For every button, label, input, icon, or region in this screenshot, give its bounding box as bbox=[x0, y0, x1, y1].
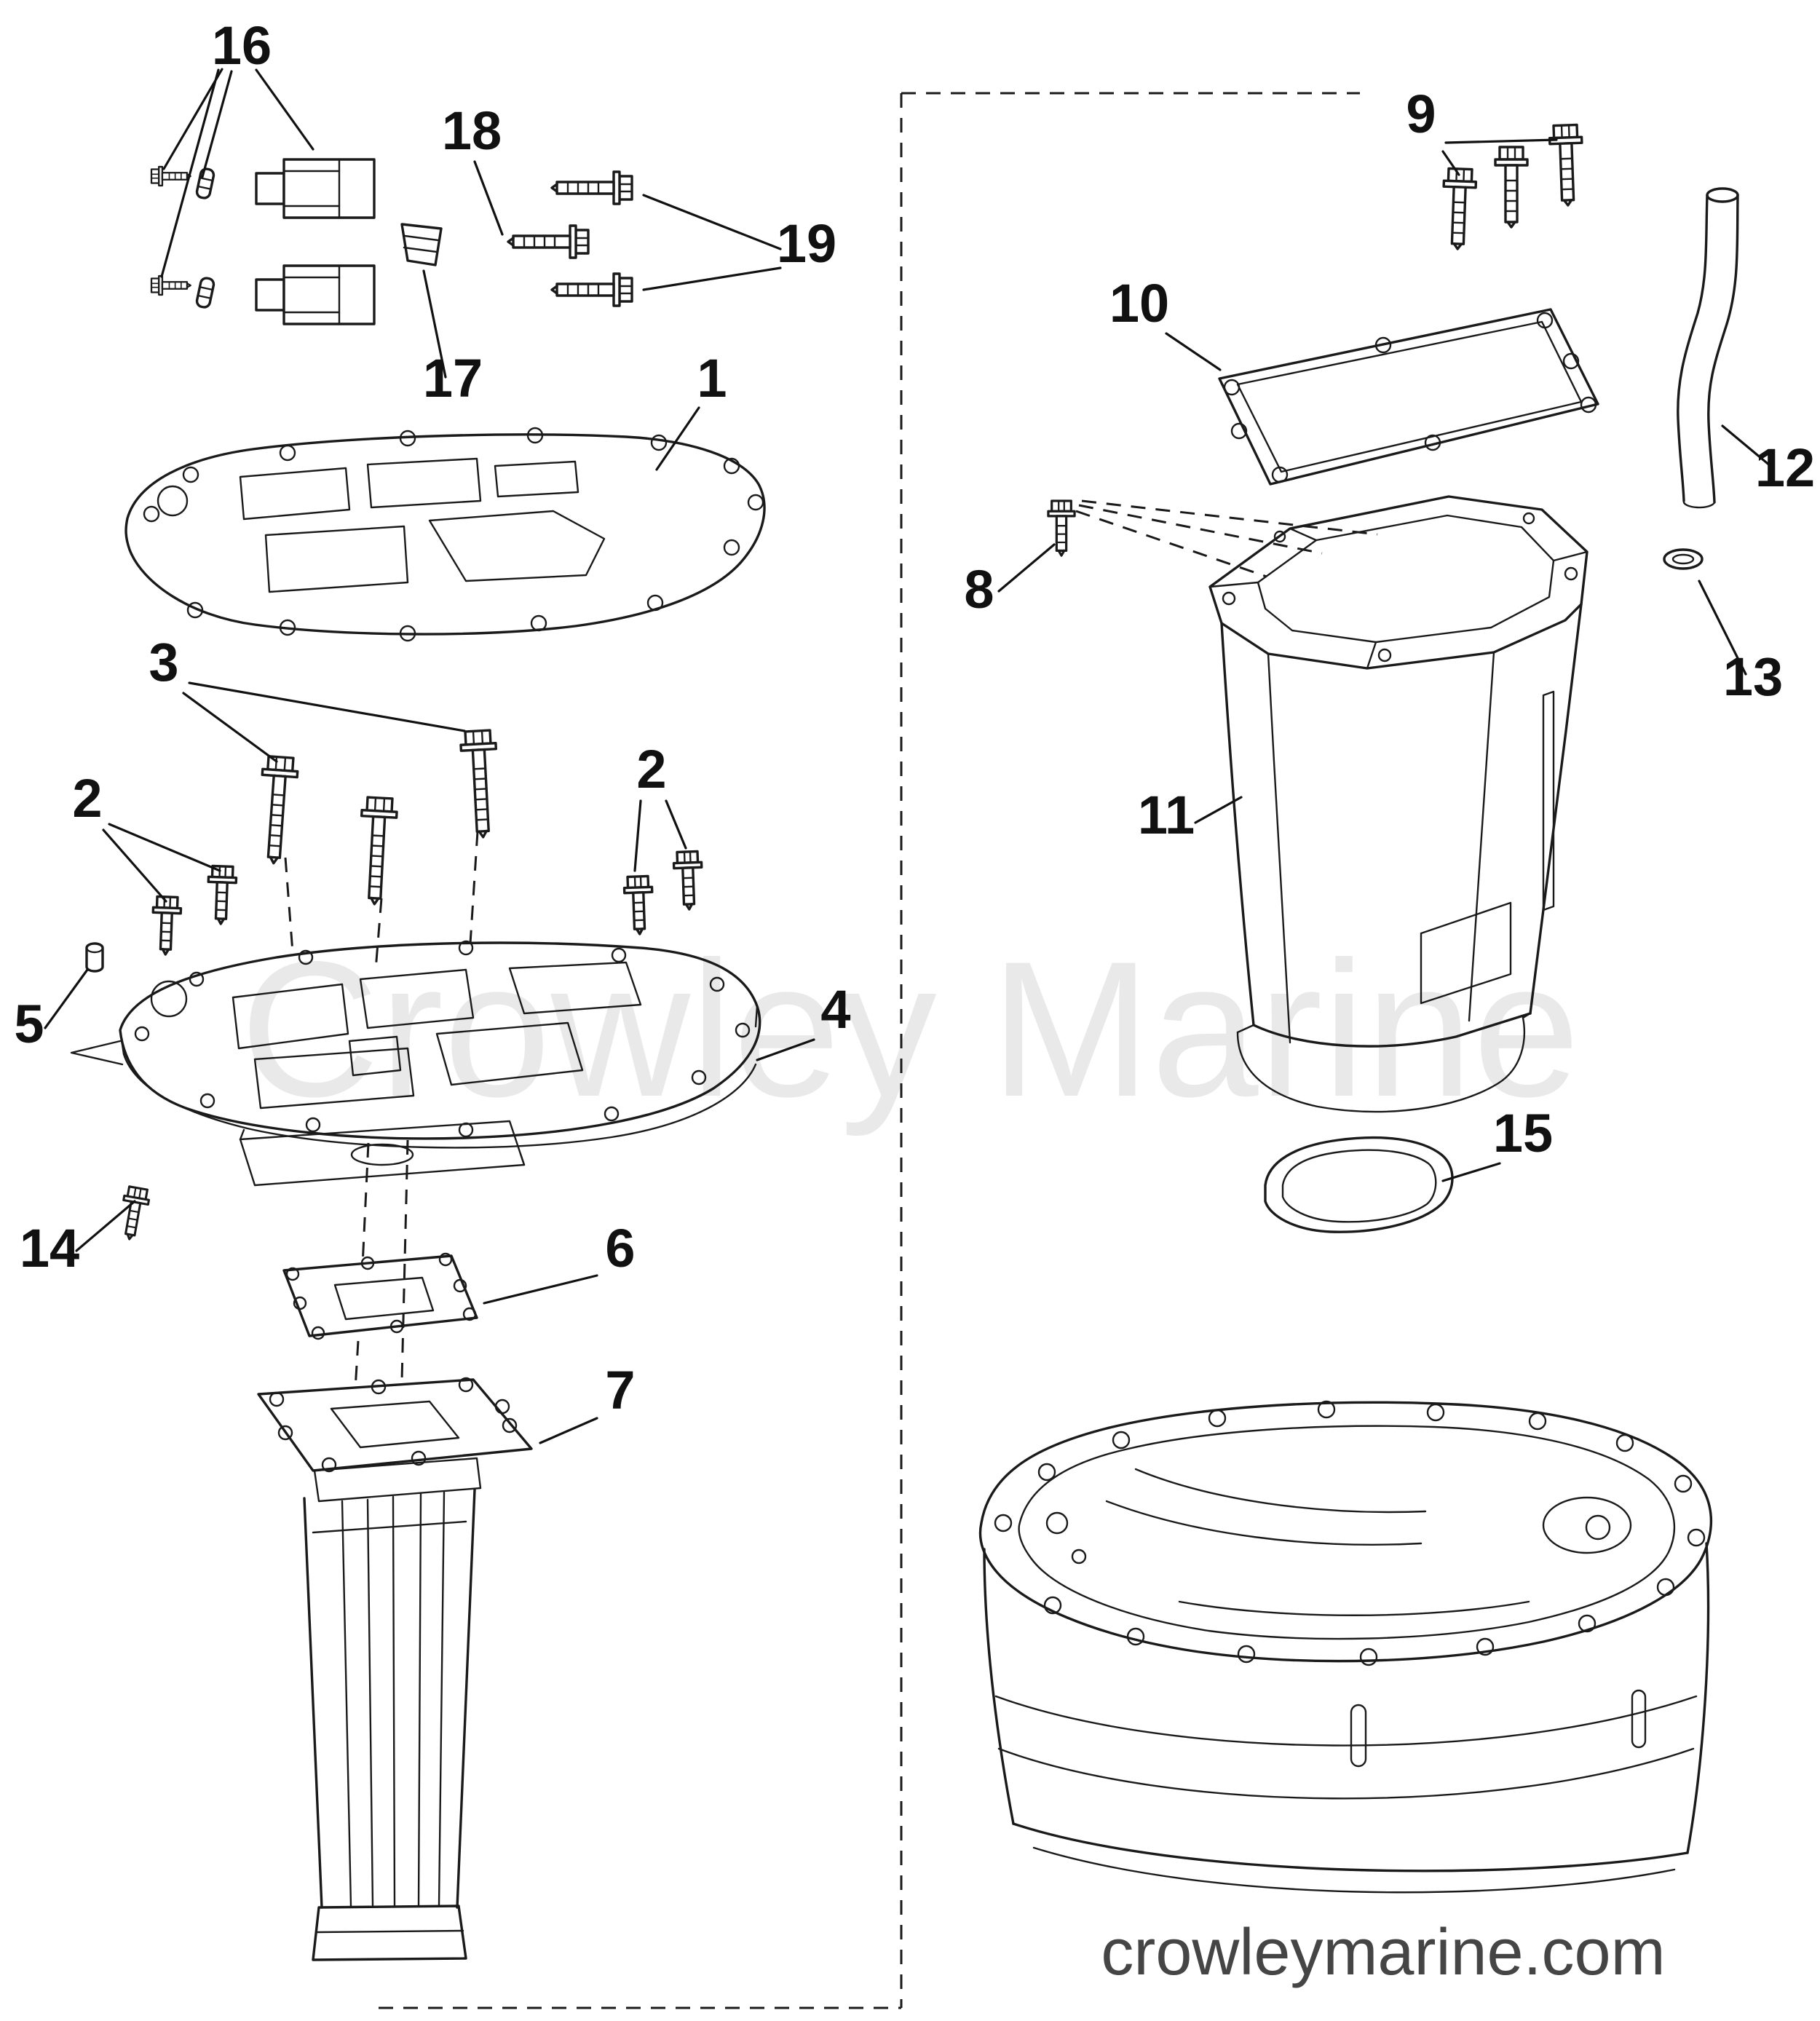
outer-exhaust-housing bbox=[978, 1400, 1712, 1894]
bolt-icon bbox=[205, 864, 238, 926]
bolt-icon bbox=[355, 796, 399, 906]
website-text: crowleymarine.com bbox=[1101, 1916, 1665, 1989]
part-18-19-bolts bbox=[507, 170, 633, 307]
callout-2-right: 2 bbox=[636, 739, 666, 799]
bolt-icon bbox=[550, 170, 633, 205]
bolt-icon bbox=[116, 1184, 152, 1243]
part-6-gasket bbox=[282, 1252, 478, 1340]
bolt-icon bbox=[672, 850, 705, 911]
washer-icon bbox=[194, 166, 216, 201]
callout-4: 4 bbox=[820, 979, 850, 1040]
callout-18: 18 bbox=[442, 100, 502, 161]
callout-17: 17 bbox=[423, 348, 483, 408]
part-17-sleeve bbox=[400, 223, 443, 266]
part-5-pin bbox=[85, 942, 104, 973]
part-16-plug-assembly bbox=[150, 158, 376, 325]
callouts: 16 18 19 17 1 3 2 2 5 4 14 6 7 9 10 8 12… bbox=[14, 15, 1815, 1420]
callout-3: 3 bbox=[149, 632, 178, 692]
callout-19: 19 bbox=[777, 213, 836, 274]
bolt-icon bbox=[150, 895, 183, 957]
plug-icon bbox=[255, 264, 376, 325]
part-15-seal bbox=[1264, 1136, 1454, 1233]
bolt-icon bbox=[1440, 167, 1478, 251]
bolt-icon bbox=[150, 165, 191, 187]
part-4-adapter-plate bbox=[70, 940, 761, 1187]
dashed-boundary bbox=[379, 92, 1360, 2009]
part-11-inner-exhaust-housing bbox=[1208, 495, 1588, 1113]
callout-12: 12 bbox=[1755, 438, 1815, 498]
part-10-housing-gasket bbox=[1218, 308, 1599, 486]
callout-5: 5 bbox=[14, 994, 44, 1054]
leader-lines bbox=[44, 68, 1772, 1444]
plug-icon bbox=[255, 158, 376, 219]
bolt-icon bbox=[150, 274, 191, 296]
bolt-icon bbox=[507, 224, 590, 259]
callout-8: 8 bbox=[964, 559, 994, 620]
callout-15: 15 bbox=[1493, 1103, 1553, 1163]
callout-6: 6 bbox=[605, 1218, 635, 1278]
callout-1: 1 bbox=[697, 348, 727, 408]
callout-10: 10 bbox=[1109, 273, 1169, 333]
part-3-bolts bbox=[255, 729, 502, 906]
projection-lines-left bbox=[284, 831, 479, 1390]
callout-9: 9 bbox=[1406, 84, 1436, 144]
part-1-exhaust-cover-gasket bbox=[124, 427, 766, 642]
bolt-icon bbox=[1548, 123, 1586, 207]
part-12-tube bbox=[1677, 187, 1739, 509]
callout-2-left: 2 bbox=[72, 768, 102, 828]
callout-7: 7 bbox=[605, 1360, 635, 1420]
part-13-grommet bbox=[1663, 548, 1704, 570]
washer-icon bbox=[194, 275, 216, 310]
bolt-icon bbox=[459, 729, 502, 839]
bolt-icon bbox=[550, 272, 633, 307]
part-7-exhaust-adapter bbox=[257, 1377, 533, 1961]
bolt-icon bbox=[255, 754, 300, 866]
projection-lines-bolt8 bbox=[1075, 499, 1378, 578]
callout-11: 11 bbox=[1138, 785, 1195, 845]
callout-13: 13 bbox=[1723, 646, 1783, 707]
bolt-icon bbox=[1494, 146, 1529, 229]
callout-16: 16 bbox=[212, 15, 272, 76]
callout-14: 14 bbox=[20, 1218, 79, 1278]
watermark-text: Crowley Marine bbox=[240, 922, 1580, 1138]
part-14-screw bbox=[116, 1184, 152, 1243]
